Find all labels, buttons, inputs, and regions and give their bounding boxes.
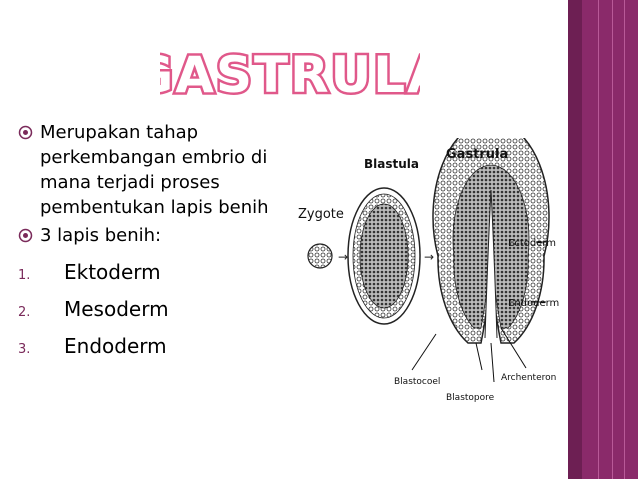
layer-label: Mesoderm <box>64 297 169 321</box>
numbered-item: 3. Endoderm <box>18 333 278 359</box>
gastrula-label: Gastrula <box>446 147 508 162</box>
bullet-item: 3 lapis benih: <box>18 223 278 248</box>
endoderm-label: Endoderm <box>508 298 559 309</box>
item-number: 3. <box>18 342 31 357</box>
decorative-side-bar <box>568 0 638 479</box>
zygote-label: Zygote <box>298 207 344 222</box>
archenteron-label: Archenteron <box>501 373 556 383</box>
numbered-item: 1. Ektoderm <box>18 259 278 285</box>
circle-dot-bullet-icon <box>18 228 33 243</box>
bullet-text: 3 lapis benih: <box>40 225 162 246</box>
gastrula-illustration <box>432 120 550 344</box>
slide-title: GASTRULA <box>160 40 420 110</box>
item-number: 2. <box>18 305 31 320</box>
item-number: 1. <box>18 268 31 283</box>
layer-label: Endoderm <box>64 334 167 358</box>
gastrulation-diagram: Zygote → Blastula → Gastrula Ectoderm En… <box>296 120 564 410</box>
side-bar-line <box>612 0 613 479</box>
blastocoel-label: Blastocoel <box>394 377 440 387</box>
arrow-glyph: → <box>338 250 348 264</box>
content-list: Merupakan tahap perkembangan embrio di m… <box>18 120 278 359</box>
circle-dot-bullet-icon <box>18 125 33 140</box>
zygote-cell <box>307 243 333 269</box>
numbered-item: 2. Mesoderm <box>18 296 278 322</box>
bullet-text: Merupakan tahap perkembangan embrio di m… <box>40 122 269 218</box>
ectoderm-label: Ectoderm <box>508 238 556 249</box>
side-bar-line <box>624 0 625 479</box>
bullet-item: Merupakan tahap perkembangan embrio di m… <box>18 120 278 220</box>
side-bar-shade <box>568 0 582 479</box>
blastula-label: Blastula <box>364 157 419 171</box>
side-bar-line <box>598 0 599 479</box>
slide-title-text: GASTRULA <box>160 46 420 104</box>
blastopore-label: Blastopore <box>446 393 495 403</box>
layer-label: Ektoderm <box>64 260 161 284</box>
arrow-glyph: → <box>424 250 434 264</box>
blastula-illustration <box>347 187 421 325</box>
